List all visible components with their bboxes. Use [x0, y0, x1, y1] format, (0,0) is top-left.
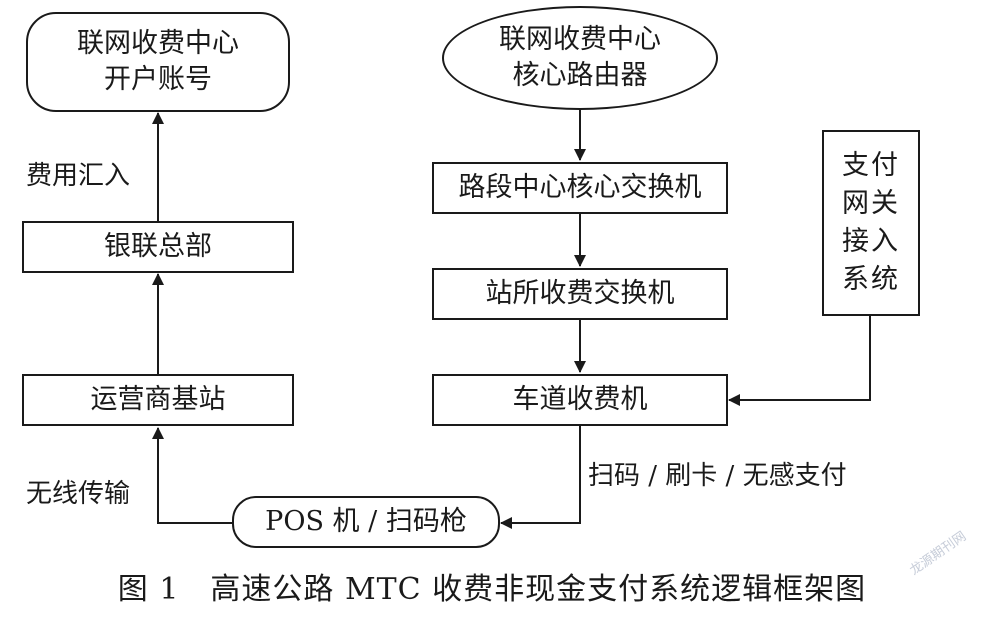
lane-machine-node: 车道收费机 — [432, 374, 728, 426]
pos-node: POS 机 / 扫码枪 — [232, 496, 500, 548]
arrow-gateway-to-lane — [728, 316, 871, 406]
station-switch-node: 站所收费交换机 — [432, 268, 728, 320]
fee-in-label: 费用汇入 — [26, 161, 131, 191]
base-station-node: 运营商基站 — [22, 374, 294, 426]
gateway-label: 支付网关接入系统 — [842, 150, 900, 295]
gateway-node: 支付网关接入系统 — [822, 130, 920, 316]
account-node: 联网收费中心 开户账号 — [26, 12, 290, 112]
arrow-lane-to-pos — [500, 426, 581, 529]
figure-caption: 图 1 高速公路 MTC 收费非现金支付系统逻辑框架图 — [117, 572, 867, 607]
pay-modes-label: 扫码 / 刷卡 / 无感支付 — [588, 461, 847, 491]
router-node: 联网收费中心 核心路由器 — [442, 6, 718, 110]
arrow-pos-to-basestation — [152, 427, 232, 524]
core-switch-node: 路段中心核心交换机 — [432, 162, 728, 214]
wireless-label: 无线传输 — [26, 479, 131, 509]
unionpay-node: 银联总部 — [22, 221, 294, 273]
